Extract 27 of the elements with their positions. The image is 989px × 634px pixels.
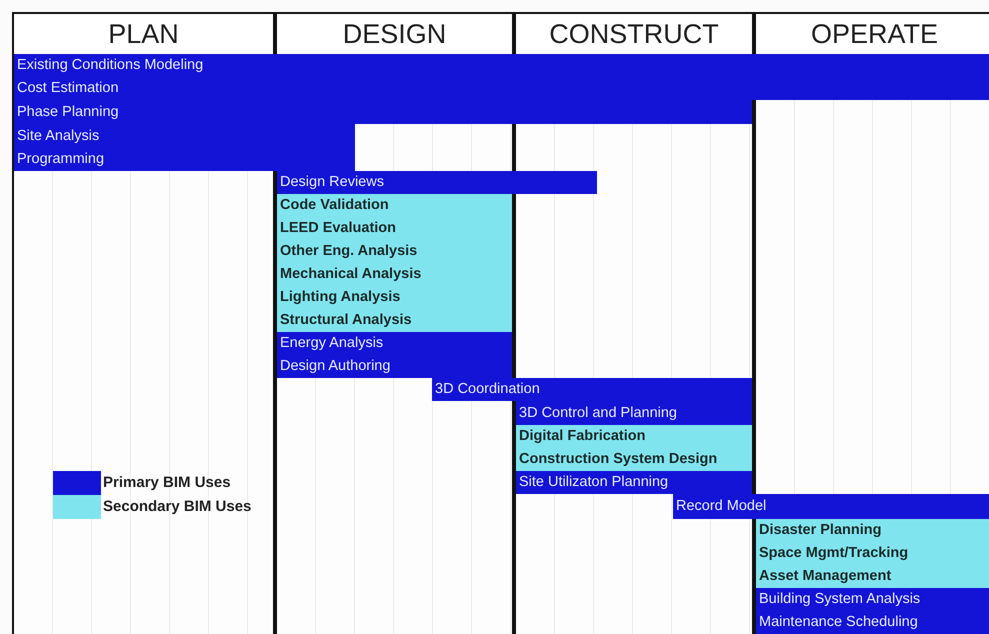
primary-use-bar: Site Utilizaton Planning	[516, 471, 752, 494]
secondary-use-bar: Structural Analysis	[277, 309, 512, 332]
secondary-use-bar: Asset Management	[756, 565, 989, 588]
primary-use-bar: Maintenance Scheduling	[756, 611, 989, 634]
secondary-use-bar: Space Mgmt/Tracking	[756, 542, 989, 565]
primary-use-bar: Building System Analysis	[756, 588, 989, 611]
primary-use-bar: 3D Control and Planning	[516, 401, 752, 425]
secondary-use-bar: LEED Evaluation	[277, 217, 512, 240]
secondary-use-bar: Lighting Analysis	[277, 286, 512, 309]
primary-use-bar: Site Analysis	[14, 124, 355, 148]
primary-use-bar: Existing Conditions Modeling	[14, 54, 989, 77]
primary-use-bar: Record Model	[673, 494, 989, 519]
primary-use-bar: Phase Planning	[14, 100, 752, 124]
primary-use-bar: Cost Estimation	[14, 77, 989, 100]
legend-label: Secondary BIM Uses	[103, 497, 252, 517]
legend-label: Primary BIM Uses	[103, 473, 231, 493]
secondary-use-bar: Other Eng. Analysis	[277, 240, 512, 263]
primary-use-bar: Energy Analysis	[277, 332, 512, 355]
primary-use-bar: Programming	[14, 148, 355, 171]
secondary-use-bar: Digital Fabrication	[516, 425, 752, 448]
secondary-use-bar: Construction System Design	[516, 448, 752, 471]
secondary-use-bar: Disaster Planning	[756, 519, 989, 542]
secondary-use-bar: Mechanical Analysis	[277, 263, 512, 286]
secondary-use-bar: Code Validation	[277, 194, 512, 217]
primary-use-bar: 3D Coordination	[432, 378, 752, 401]
primary-use-bar: Design Reviews	[277, 171, 597, 194]
primary-use-bar: Design Authoring	[277, 355, 512, 378]
